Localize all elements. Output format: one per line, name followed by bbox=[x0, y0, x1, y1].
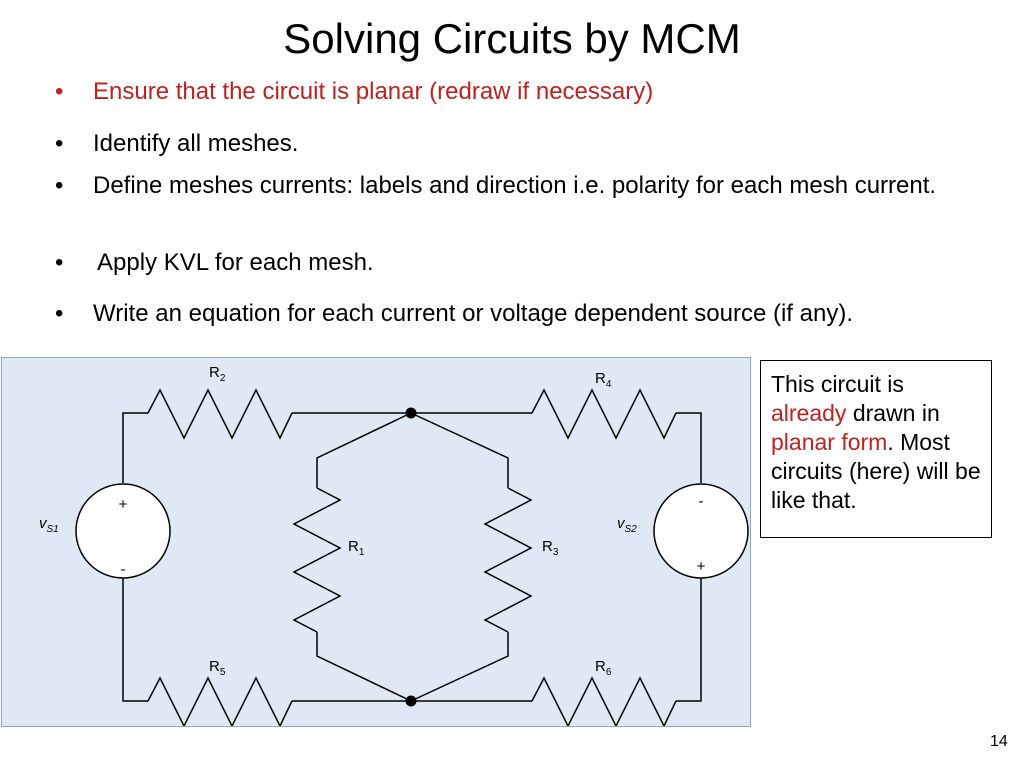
source-vs1-circle bbox=[75, 483, 171, 579]
bullet-dot: • bbox=[55, 130, 64, 157]
source-vs2-circle bbox=[653, 483, 749, 579]
bullet-identify-meshes: • Identify all meshes. bbox=[55, 127, 298, 161]
bullet-planar: • Ensure that the circuit is planar (red… bbox=[55, 75, 653, 109]
label-r2: R2 bbox=[209, 364, 226, 384]
label-vs2-letter: v bbox=[617, 515, 626, 532]
bullet-text: Identify all meshes. bbox=[93, 130, 299, 157]
wire-top-left bbox=[122, 412, 148, 483]
label-r5: R5 bbox=[209, 658, 226, 678]
source-vs1-bottom-sign: - bbox=[121, 561, 126, 578]
label-r5-sub: 5 bbox=[220, 667, 226, 678]
label-r4-letter: R bbox=[595, 370, 606, 387]
label-vs2-sub: S2 bbox=[625, 524, 638, 535]
label-r1: R1 bbox=[348, 538, 365, 558]
resistor-r5-zigzag bbox=[147, 676, 293, 726]
label-r1-letter: R bbox=[348, 538, 359, 555]
wire-bottom-right bbox=[676, 578, 702, 702]
circuit-schematic: + - - + vS1 vS2 R2 R4 R1 R3 R5 R6 bbox=[39, 364, 749, 726]
label-r1-sub: 1 bbox=[359, 547, 365, 558]
note-text-1: This circuit is bbox=[771, 371, 904, 397]
bullet-define-currents: • Define meshes currents: labels and dir… bbox=[55, 169, 1024, 203]
source-vs2-top-sign: - bbox=[699, 493, 704, 510]
resistor-r4-zigzag bbox=[531, 388, 677, 440]
label-vs2: vS2 bbox=[617, 515, 637, 535]
bullet-text: Write an equation for each current or vo… bbox=[93, 300, 853, 327]
wire-r1-top bbox=[316, 412, 412, 488]
node-top bbox=[405, 407, 417, 419]
bullet-dot: • bbox=[55, 300, 64, 327]
resistor-r6-zigzag bbox=[531, 676, 677, 726]
source-vs2-bottom-sign: + bbox=[697, 558, 706, 575]
resistor-r1-zigzag bbox=[292, 487, 342, 633]
slide-title: Solving Circuits by MCM bbox=[283, 15, 741, 62]
wire-r3-bottom bbox=[410, 632, 509, 702]
bullet-write-equation: • Write an equation for each current or … bbox=[55, 297, 853, 331]
bullet-apply-kvl: • Apply KVL for each mesh. bbox=[55, 246, 374, 280]
label-vs1-sub: S1 bbox=[47, 524, 59, 535]
label-r5-letter: R bbox=[209, 658, 220, 675]
source-vs1-top-sign: + bbox=[119, 496, 128, 513]
page-number: 14 bbox=[990, 733, 1008, 750]
bullet-text: Define meshes currents: labels and direc… bbox=[93, 172, 937, 199]
bullet-dot: • bbox=[55, 78, 64, 105]
bullet-text: Apply KVL for each mesh. bbox=[97, 249, 374, 276]
label-vs1: vS1 bbox=[39, 515, 59, 535]
label-r6: R6 bbox=[595, 658, 612, 678]
label-r4-sub: 4 bbox=[606, 379, 612, 390]
resistor-r3-zigzag bbox=[483, 487, 533, 633]
label-r3: R3 bbox=[542, 538, 559, 558]
bullet-dot: • bbox=[55, 172, 64, 199]
label-vs1-letter: v bbox=[39, 515, 48, 532]
wire-bottom-left bbox=[122, 578, 148, 702]
bullet-dot: • bbox=[55, 249, 64, 276]
label-r3-letter: R bbox=[542, 538, 553, 555]
bullet-text: Ensure that the circuit is planar (redra… bbox=[93, 78, 654, 105]
label-r6-sub: 6 bbox=[606, 667, 612, 678]
wire-r3-top bbox=[410, 412, 509, 488]
circuit-diagram: + - - + vS1 vS2 R2 R4 R1 R3 R5 R6 bbox=[1, 357, 751, 727]
label-r2-letter: R bbox=[209, 364, 220, 381]
label-r4: R4 bbox=[595, 370, 612, 390]
label-r6-letter: R bbox=[595, 658, 606, 675]
label-r2-sub: 2 bbox=[220, 373, 226, 384]
note-highlight-planar-form: planar form bbox=[771, 429, 888, 455]
planar-form-note: This circuit is already drawn in planar … bbox=[760, 360, 992, 538]
note-text-3: . Most circuits (here) will be like that… bbox=[771, 429, 981, 513]
note-highlight-already: already bbox=[771, 400, 847, 426]
note-text-2: drawn in bbox=[846, 400, 940, 426]
wire-r1-bottom bbox=[316, 632, 412, 702]
resistor-r2-zigzag bbox=[147, 388, 293, 440]
node-bottom bbox=[405, 695, 417, 707]
wire-top-right bbox=[676, 412, 702, 483]
label-r3-sub: 3 bbox=[553, 547, 559, 558]
